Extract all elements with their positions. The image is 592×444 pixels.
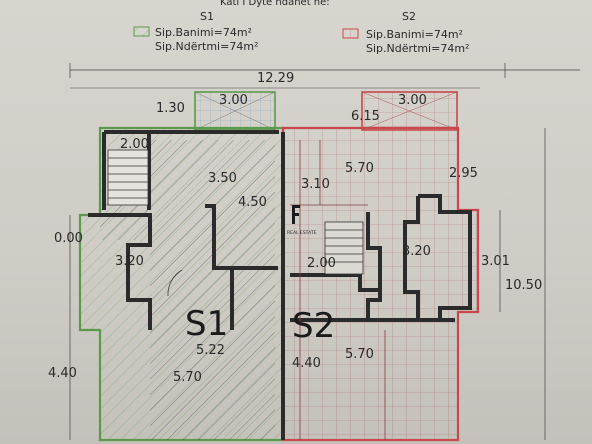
dim-balcony-left-offset: 1.30	[156, 101, 185, 116]
dim-stair-center: 2.00	[307, 256, 336, 271]
dim-overall-width: 12.29	[257, 71, 294, 86]
stairs-s2	[324, 221, 364, 275]
dim-side-right-top: 2.95	[449, 166, 478, 181]
unit-label-s1: S1	[185, 304, 228, 344]
dim-s2-top-left: 3.10	[301, 177, 330, 192]
dim-s1-mid: 3.20	[115, 254, 144, 269]
dim-left-edge: 0.00	[54, 231, 83, 246]
unit-label-s2: S2	[292, 306, 335, 346]
dim-s2-mid: 3.20	[402, 244, 431, 259]
dim-stair-width: 2.00	[120, 137, 149, 152]
dim-s1-bottom-width: 5.70	[173, 370, 202, 385]
dim-s2-top-width: 5.70	[345, 161, 374, 176]
legend-s1-swatch	[133, 26, 150, 37]
legend-s1-ndertimi: Sip.Ndërtmi=74m²	[155, 40, 258, 53]
dim-right-edge-height: 3.01	[481, 254, 510, 269]
s1-hatch-area	[150, 140, 275, 440]
header-caption: Kati I Dytë ndahet në:	[220, 0, 330, 8]
dim-balcony-right-width: 3.00	[398, 93, 427, 108]
svg-text:REAL ESTATE: REAL ESTATE	[287, 230, 317, 236]
wall-lines	[88, 130, 472, 440]
dim-s2-lower-left: 4.40	[292, 356, 321, 371]
dim-s2-lower-width: 5.70	[345, 347, 374, 362]
dim-s1-top-width: 3.50	[208, 171, 237, 186]
legend-s2-title: S2	[402, 10, 416, 23]
dim-balcony-left-width: 3.00	[219, 93, 248, 108]
dim-s1-height: 4.50	[238, 195, 267, 210]
legend-s2-swatch	[342, 28, 359, 39]
dim-s1-area: 5.22	[196, 343, 225, 358]
legend-s2-ndertimi: Sip.Ndërtmi=74m²	[366, 42, 469, 55]
legend-s1-title: S1	[200, 10, 214, 23]
dim-left-bottom-height: 4.40	[48, 366, 77, 381]
dim-balcony-right-offset: 6.15	[351, 109, 380, 124]
legend-s1-banimi: Sip.Banimi=74m²	[155, 26, 252, 39]
dim-overall-height: 10.50	[505, 278, 542, 293]
real-estate-logo: REAL ESTATE	[287, 205, 317, 236]
stairs-s1	[107, 149, 149, 206]
legend-s2-banimi: Sip.Banimi=74m²	[366, 28, 463, 41]
